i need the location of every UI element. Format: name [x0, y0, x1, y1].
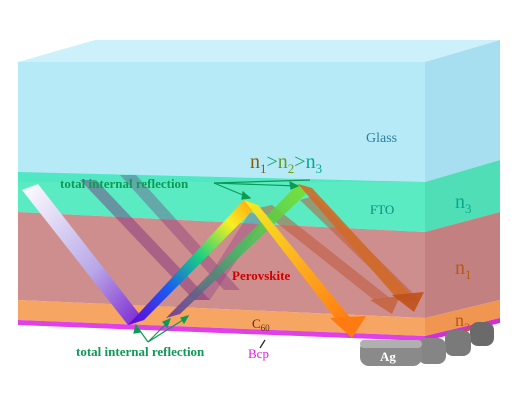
tir-pointers	[133, 179, 311, 349]
light-rays	[22, 175, 424, 338]
ag-label: Ag	[380, 349, 396, 364]
refractive-relation: n1>n2>n3	[250, 151, 322, 176]
c60-label: C60	[252, 316, 270, 333]
fto-side-face	[425, 160, 500, 232]
ag-electrodes	[360, 322, 494, 366]
bcp-layer	[18, 320, 425, 341]
glass-label: Glass	[366, 131, 397, 146]
glass-side-face	[425, 40, 500, 182]
n1-label: n1	[455, 257, 472, 282]
glass-top-face	[18, 40, 500, 62]
tir-top-label: total internal reflection	[60, 176, 189, 191]
perovskite-label: Perovskite	[232, 268, 290, 283]
n3-label: n3	[455, 191, 472, 216]
perovskite-side-face	[425, 212, 500, 318]
fto-label: FTO	[370, 202, 394, 217]
tir-bottom-label: total internal reflection	[76, 344, 205, 359]
glass-layer	[18, 62, 425, 182]
c60-side-face	[425, 300, 500, 336]
bcp-label: Bcp	[248, 346, 269, 361]
n2-label: n2	[455, 310, 470, 334]
